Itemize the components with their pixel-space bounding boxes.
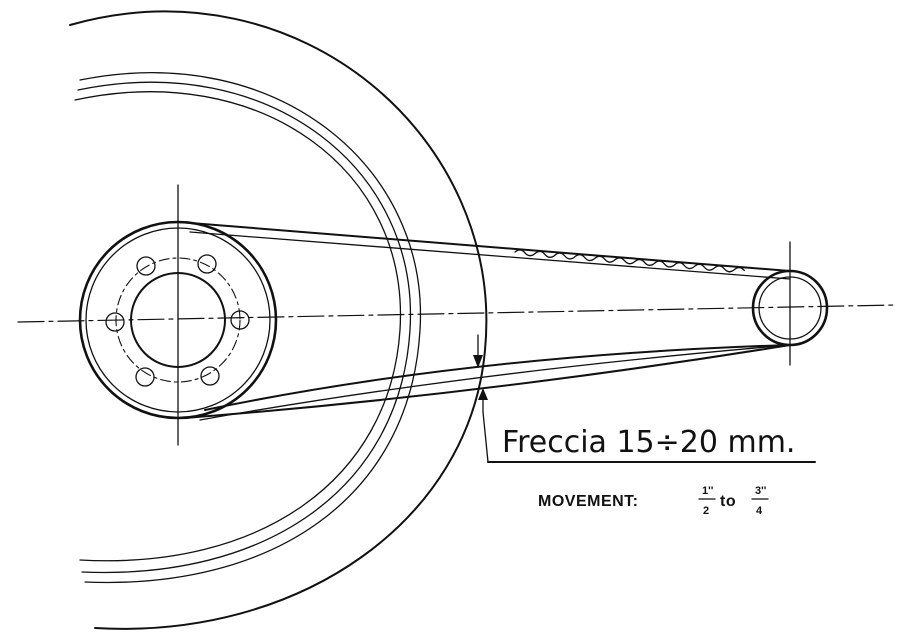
range-to-numerator: 3'' <box>755 485 767 497</box>
arrow-down-icon <box>473 355 483 368</box>
range-to-denominator: 4 <box>756 505 763 517</box>
bolt-hole <box>105 312 125 332</box>
range-from-numerator: 1'' <box>702 485 714 497</box>
chain-lower-run <box>184 344 791 421</box>
sag-label: Freccia 15÷20 mm. <box>502 425 795 460</box>
bolt-hole <box>200 366 220 386</box>
rear-wheel <box>69 10 488 630</box>
bolt-hole <box>197 254 217 274</box>
bolt-hole <box>230 310 250 330</box>
center-lines <box>17 184 896 446</box>
movement-annotation: MOVEMENT: 1'' 2 to 3'' 4 <box>538 485 769 517</box>
range-from-denominator: 2 <box>703 505 709 517</box>
bolt-hole <box>135 367 155 387</box>
bolt-hole <box>136 256 156 276</box>
rear-sprocket <box>78 220 278 420</box>
range-joiner: to <box>720 493 736 510</box>
arrow-up-icon <box>478 388 488 400</box>
chain-upper-run <box>177 221 791 280</box>
sag-dimension <box>473 334 816 463</box>
movement-label: MOVEMENT: <box>538 493 639 510</box>
